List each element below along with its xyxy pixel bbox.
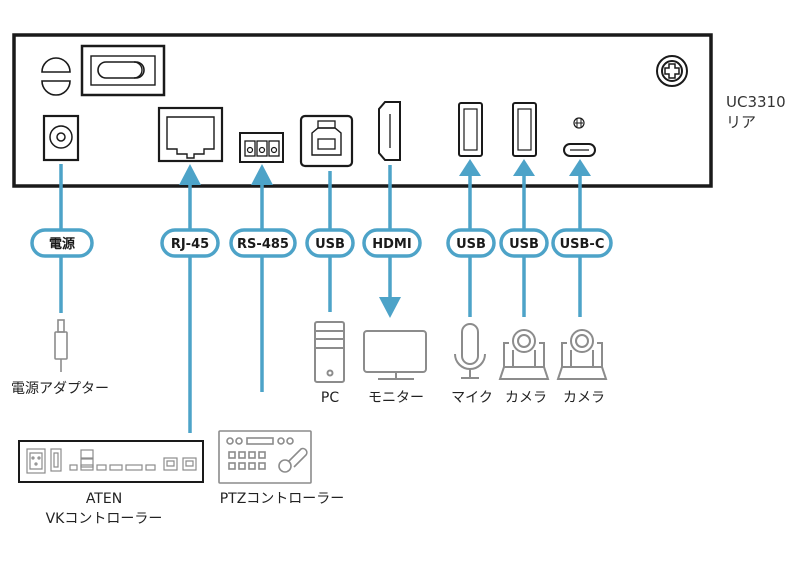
rs485-terminal-icon	[239, 132, 284, 163]
svg-text:RS-485: RS-485	[237, 237, 289, 252]
usb-c-port-icon	[563, 117, 596, 157]
device-label-vk-line2: VKコントローラー	[46, 511, 163, 527]
device-label-ptz-controller: PTZコントローラー	[220, 491, 345, 507]
svg-text:HDMI: HDMI	[372, 237, 411, 252]
usb-a-port-icon	[458, 102, 483, 157]
microphone-icon	[454, 323, 486, 379]
port-label-usb-mic: USB	[446, 228, 496, 258]
device-label-pc: PC	[321, 390, 339, 406]
ptz-controller-icon	[218, 430, 312, 484]
arrow-up-icon	[513, 159, 535, 176]
port-label-usbc-cam: USB-C	[551, 228, 613, 258]
dc-power-jack-icon	[42, 114, 80, 162]
thumb-screw-icon	[656, 55, 688, 87]
arrow-up-icon	[251, 164, 273, 185]
device-label-camera: カメラ	[505, 390, 547, 406]
svg-text:USB: USB	[456, 237, 486, 252]
svg-text:USB-C: USB-C	[560, 237, 605, 252]
usb-b-port-icon	[299, 114, 354, 168]
arrow-up-icon	[569, 159, 591, 176]
svg-text:電源: 電源	[49, 236, 75, 252]
hdmi-port-icon	[378, 101, 401, 161]
svg-text:RJ-45: RJ-45	[171, 237, 209, 252]
view-label: リア	[726, 113, 756, 131]
pc-tower-icon	[314, 321, 345, 383]
power-switch-icon	[80, 44, 166, 97]
model-label: UC3310	[726, 93, 786, 111]
port-label-usb-pc: USB	[305, 228, 355, 258]
device-label-microphone: マイク	[451, 390, 493, 406]
svg-text:USB: USB	[509, 237, 539, 252]
device-label-vk-line1: ATEN	[86, 491, 122, 507]
port-label-usb-cam: USB	[499, 228, 549, 258]
power-adapter-icon	[54, 319, 68, 372]
port-label-rj45: RJ-45	[160, 228, 220, 258]
device-label-power-adapter: 電源アダプター	[11, 381, 109, 397]
ptz-camera-icon	[556, 329, 608, 380]
svg-text:USB: USB	[315, 237, 345, 252]
arrow-down-icon	[379, 297, 401, 318]
device-label-camera-usbc: カメラ	[563, 390, 605, 406]
monitor-icon	[363, 330, 427, 380]
vk-controller-icon	[18, 440, 204, 483]
arrows	[179, 159, 591, 318]
arrow-up-icon	[179, 164, 201, 185]
usb-a-port-icon	[512, 102, 537, 157]
rj45-port-icon	[157, 106, 224, 163]
port-label-power: 電源	[30, 228, 94, 258]
ptz-camera-icon	[498, 329, 550, 380]
arrow-up-icon	[459, 159, 481, 176]
port-label-hdmi: HDMI	[362, 228, 422, 258]
rear-panel	[12, 33, 713, 188]
port-labels: 電源 RJ-45 RS-485 USB HDMI USB USB USB-C	[30, 228, 613, 258]
port-label-rs485: RS-485	[229, 228, 297, 258]
device-label-monitor: モニター	[368, 390, 424, 406]
ground-screw-icon	[41, 57, 71, 96]
